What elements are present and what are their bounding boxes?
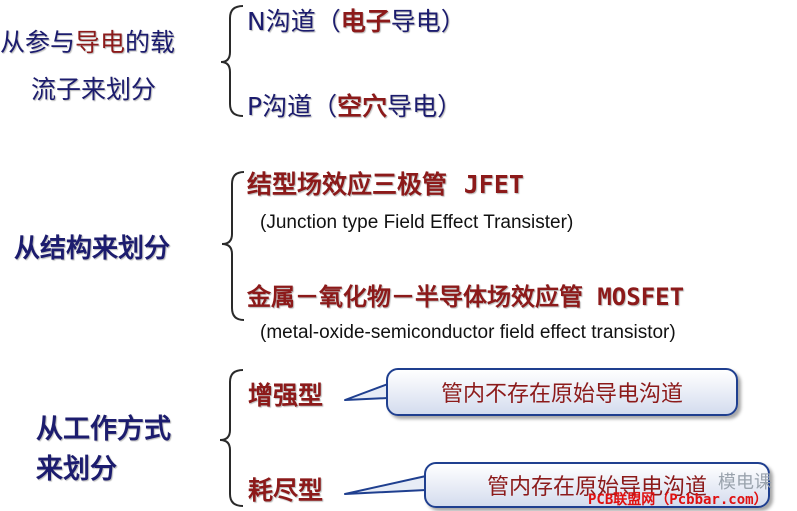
n-channel-carrier: 电子 (340, 7, 391, 36)
category-carrier-highlight: 导电 (75, 28, 126, 57)
p-channel-suffix: 导电） (387, 92, 463, 121)
jfet-heading: 结型场效应三极管 JFET (247, 165, 524, 201)
jfet-name: 结型场效应三极管 (247, 170, 448, 199)
category-mode-line1: 从工作方式 (36, 414, 171, 445)
enhancement-callout: 管内不存在原始导电沟道 (386, 368, 738, 416)
enhancement-label: 增强型 (248, 381, 324, 410)
n-channel-suffix: 导电） (390, 7, 466, 36)
brace-structure (221, 171, 245, 321)
p-channel-paren-open: （ (312, 92, 338, 121)
category-mode: 从工作方式 来划分 (36, 410, 171, 490)
enhancement-note: 管内不存在原始导电沟道 (440, 382, 683, 407)
n-channel-item: N沟道（电子导电） (247, 2, 466, 38)
watermark-site: PCB联盟网（Pcbbar.com） (588, 492, 768, 508)
depletion-callout: 管内存在原始导电沟道 (424, 462, 770, 508)
p-channel-item: P沟道（空穴导电） (247, 87, 462, 123)
brace-carrier (220, 5, 244, 117)
mosfet-heading: 金属－氧化物－半导体场效应管 MOSFET (247, 277, 684, 312)
mosfet-english: (metal-oxide-semiconductor field effect … (260, 322, 676, 343)
category-structure: 从结构来划分 (14, 234, 171, 264)
jfet-english: (Junction type Field Effect Transister) (260, 212, 574, 233)
callout-pointer-enhancement (344, 383, 389, 401)
watermark-channel: 模电课 (718, 472, 772, 493)
depletion-note: 管内存在原始导电沟道 (486, 475, 707, 500)
n-channel-label: N沟道 (247, 7, 316, 36)
n-channel-paren-open: （ (315, 7, 341, 36)
category-carrier-part3: 的载 (125, 28, 176, 57)
mosfet-name: 金属－氧化物－半导体场效应管 (247, 283, 583, 311)
category-carrier: 从参与导电的载 (0, 26, 175, 60)
callout-pointer-depletion (344, 475, 427, 495)
brace-mode (219, 369, 244, 507)
p-channel-carrier: 空穴 (337, 92, 388, 121)
category-carrier-part1: 从参与 (0, 28, 76, 57)
category-mode-line2: 来划分 (36, 454, 117, 485)
mosfet-abbr: MOSFET (597, 283, 685, 311)
jfet-abbr: JFET (463, 170, 524, 199)
category-carrier-line2: 流子来划分 (31, 75, 157, 104)
depletion-label: 耗尽型 (248, 476, 324, 505)
p-channel-label: P沟道 (247, 92, 313, 121)
